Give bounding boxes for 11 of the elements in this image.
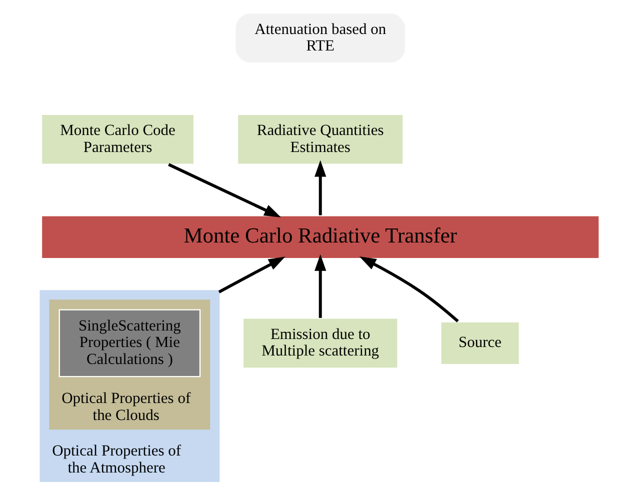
- arrow: [358, 256, 458, 322]
- arrow: [218, 256, 285, 294]
- node-box: Radiative Quantities Estimates: [236, 114, 404, 165]
- node-box: Monte Carlo Radiative Transfer: [40, 215, 600, 260]
- node-box: SingleScattering Properties ( Mie Calculations ): [58, 309, 200, 378]
- node-box: Monte Carlo Code Parameters: [40, 114, 194, 165]
- arrow: [168, 163, 280, 218]
- arrow: [314, 160, 326, 216]
- node-box: Source: [440, 321, 520, 366]
- node-box: Emission due to Multiple scattering: [242, 318, 398, 369]
- arrow: [314, 254, 326, 318]
